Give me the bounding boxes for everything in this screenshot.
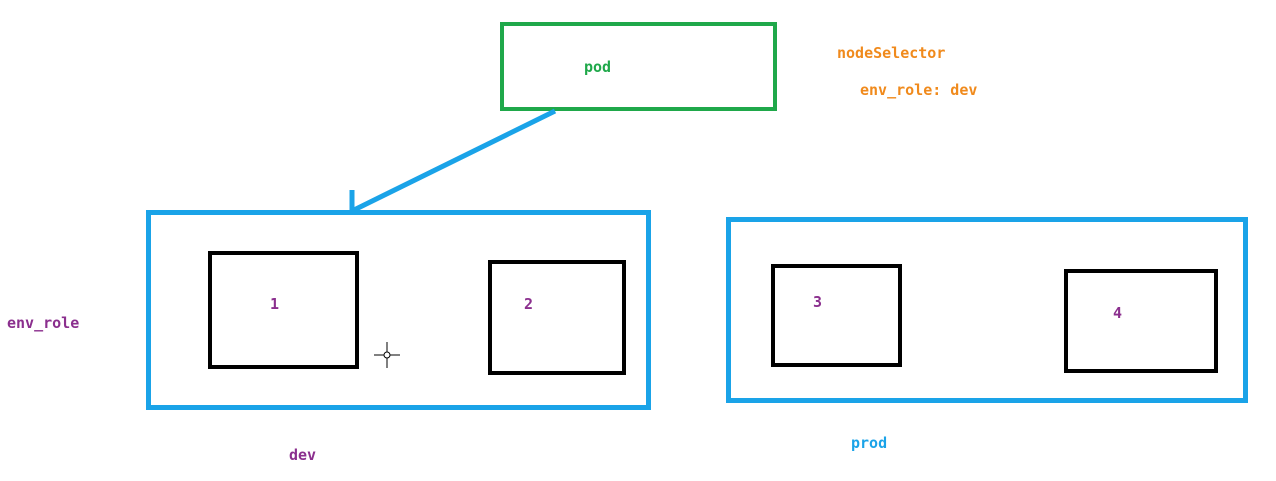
group-dev-name: dev [289,446,317,464]
node-selector-value: env_role: dev [860,81,978,99]
group-prod-name: prod [851,434,888,452]
node-selector-label: nodeSelector [837,44,946,62]
group-prod: 3 4 [726,217,1248,403]
pod-box: pod [500,22,777,111]
node-1: 1 [208,251,359,369]
node-2: 2 [488,260,626,375]
node-4-label: 4 [1113,304,1123,322]
env-role-label: env_role [7,314,80,332]
node-1-label: 1 [270,295,280,313]
pod-label: pod [584,58,612,76]
node-3: 3 [771,264,902,367]
node-4: 4 [1064,269,1218,373]
node-2-label: 2 [524,295,534,313]
group-dev: 1 2 [146,210,651,410]
node-3-label: 3 [813,293,823,311]
